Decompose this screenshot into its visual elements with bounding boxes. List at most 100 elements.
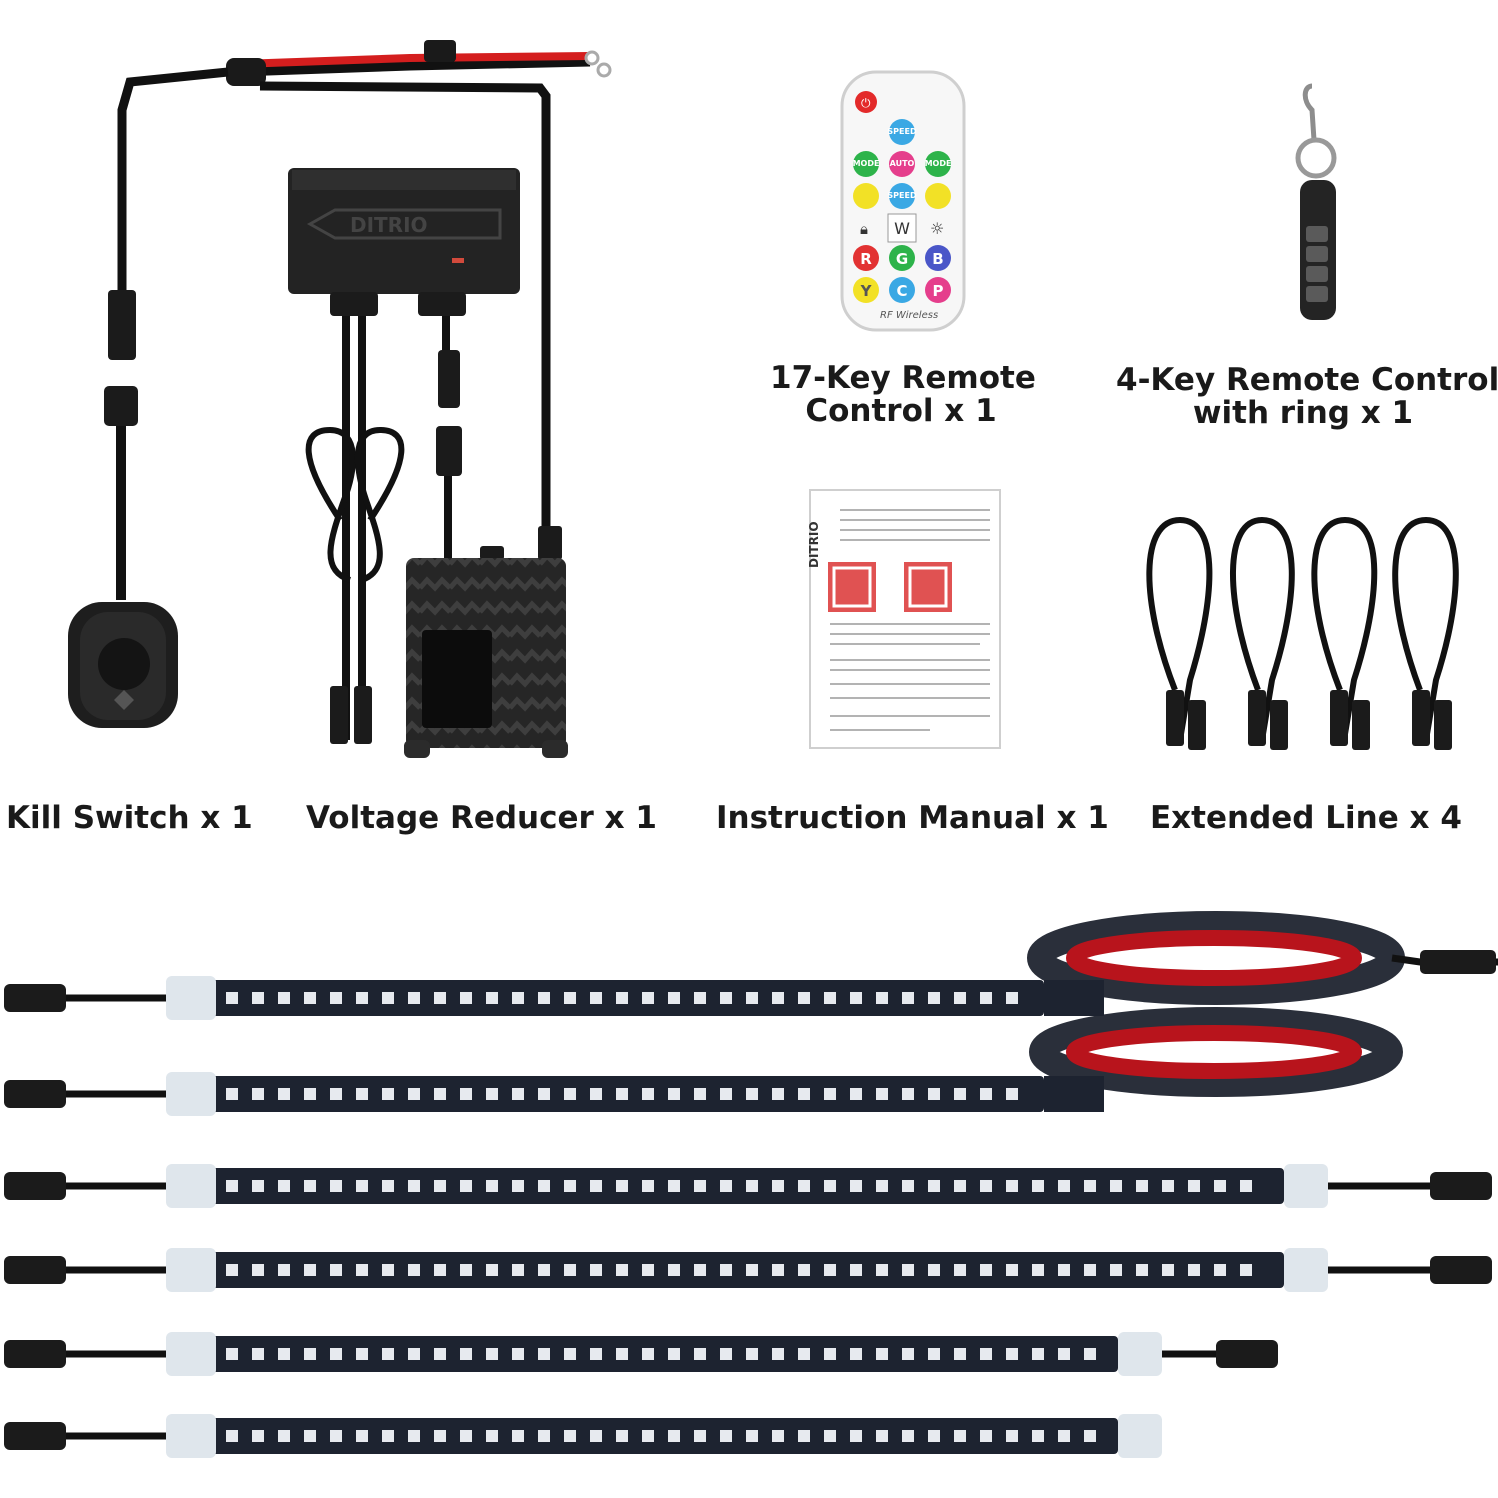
led-chip (772, 1088, 784, 1100)
led-chip (434, 1180, 446, 1192)
led-chip (720, 1348, 732, 1360)
led-chip (408, 1264, 420, 1276)
led-chip (564, 1348, 576, 1360)
strip-body (1044, 980, 1104, 1016)
strip-end-cap (166, 976, 216, 1020)
led-chip (486, 1180, 498, 1192)
led-chip (226, 1088, 238, 1100)
led-chip (668, 992, 680, 1004)
led-chip (694, 1088, 706, 1100)
led-chip (616, 992, 628, 1004)
svg-text:MODE: MODE (853, 159, 880, 168)
led-chip (356, 1180, 368, 1192)
led-chip (1188, 1264, 1200, 1276)
led-chip (668, 1088, 680, 1100)
led-chip (798, 992, 810, 1004)
led-chip (590, 1264, 602, 1276)
led-chip (278, 1430, 290, 1442)
power-leads (117, 40, 612, 530)
led-chip (564, 1264, 576, 1276)
manual-logo: DITRIO (807, 521, 821, 568)
led-chip (460, 1180, 472, 1192)
svg-text:⏻: ⏻ (861, 96, 871, 110)
instruction-manual-label: Instruction Manual x 1 (716, 800, 1109, 836)
strip-roll-1: 3M | VHB (1027, 911, 1498, 1005)
led-chip (850, 992, 862, 1004)
led-chip (980, 992, 992, 1004)
led-chip (252, 1180, 264, 1192)
led-chip (590, 1180, 602, 1192)
svg-text:MODE: MODE (925, 159, 952, 168)
remote-footer-text: RF Wireless (880, 310, 938, 321)
remote-4-label-line2: with ring x 1 (1192, 395, 1414, 431)
strip-connector (1430, 1256, 1492, 1284)
led-chip (746, 1264, 758, 1276)
led-chip (1032, 1348, 1044, 1360)
strip-connector (4, 984, 66, 1012)
led-chip (928, 1088, 940, 1100)
strip-body (206, 1418, 1118, 1454)
led-chip (278, 992, 290, 1004)
led-chip (1058, 1430, 1070, 1442)
led-chip (330, 1430, 342, 1442)
led-chip (902, 992, 914, 1004)
led-chip (746, 992, 758, 1004)
led-chip (928, 1348, 940, 1360)
led-chip (954, 1264, 966, 1276)
instruction-manual: DITRIO (807, 489, 1001, 749)
remote-4-label: 4-Key Remote Control with ring x 1 (1116, 364, 1498, 431)
strip-end-cap (1118, 1414, 1162, 1458)
led-chip (252, 1088, 264, 1100)
led-chip (278, 1088, 290, 1100)
switch-button (98, 638, 150, 690)
led-chip (226, 1348, 238, 1360)
led-chip (1162, 1264, 1174, 1276)
led-chip (226, 1430, 238, 1442)
led-chip (278, 1348, 290, 1360)
led-chip (850, 1088, 862, 1100)
remote-17-label: 17-Key Remote Control x 1 (770, 362, 1036, 428)
led-chip (330, 992, 342, 1004)
led-chip (1006, 1088, 1018, 1100)
strip-connector (4, 1080, 66, 1108)
svg-text:P: P (933, 282, 944, 300)
svg-text:AUTO: AUTO (890, 159, 915, 168)
led-chip (1136, 1180, 1148, 1192)
remote-key-pink (925, 277, 951, 303)
led-chip (902, 1264, 914, 1276)
led-chip (824, 1088, 836, 1100)
led-chip (590, 1088, 602, 1100)
tape-text: 3M | VHB (1144, 1046, 1211, 1061)
key-ring (1295, 137, 1337, 179)
led-chip (590, 1348, 602, 1360)
led-chip (538, 1088, 550, 1100)
led-chip (538, 1430, 550, 1442)
led-chip (252, 1264, 264, 1276)
led-chip (356, 1264, 368, 1276)
led-chip (954, 1430, 966, 1442)
led-chip (304, 992, 316, 1004)
led-chip (876, 1430, 888, 1442)
led-chip (1058, 1264, 1070, 1276)
led-chip (486, 1264, 498, 1276)
strip-connector (4, 1172, 66, 1200)
led-chip (694, 1264, 706, 1276)
remote-key-red (853, 245, 879, 271)
led-chip (304, 1348, 316, 1360)
led-chip (486, 1088, 498, 1100)
led-chip (876, 992, 888, 1004)
led-chip (980, 1088, 992, 1100)
brightness-down-icon (853, 183, 879, 209)
led-chip (434, 1088, 446, 1100)
led-chip (616, 1088, 628, 1100)
strip-end-cap (166, 1164, 216, 1208)
led-chip (512, 1088, 524, 1100)
kill-switch-label: Kill Switch x 1 (6, 800, 253, 836)
led-chip (876, 1088, 888, 1100)
strip-body (206, 1252, 1284, 1288)
svg-text:SPEED: SPEED (887, 127, 917, 136)
led-chip (304, 1088, 316, 1100)
led-chip (486, 992, 498, 1004)
led-chip (1162, 1180, 1174, 1192)
qr-code-ios (904, 562, 952, 612)
